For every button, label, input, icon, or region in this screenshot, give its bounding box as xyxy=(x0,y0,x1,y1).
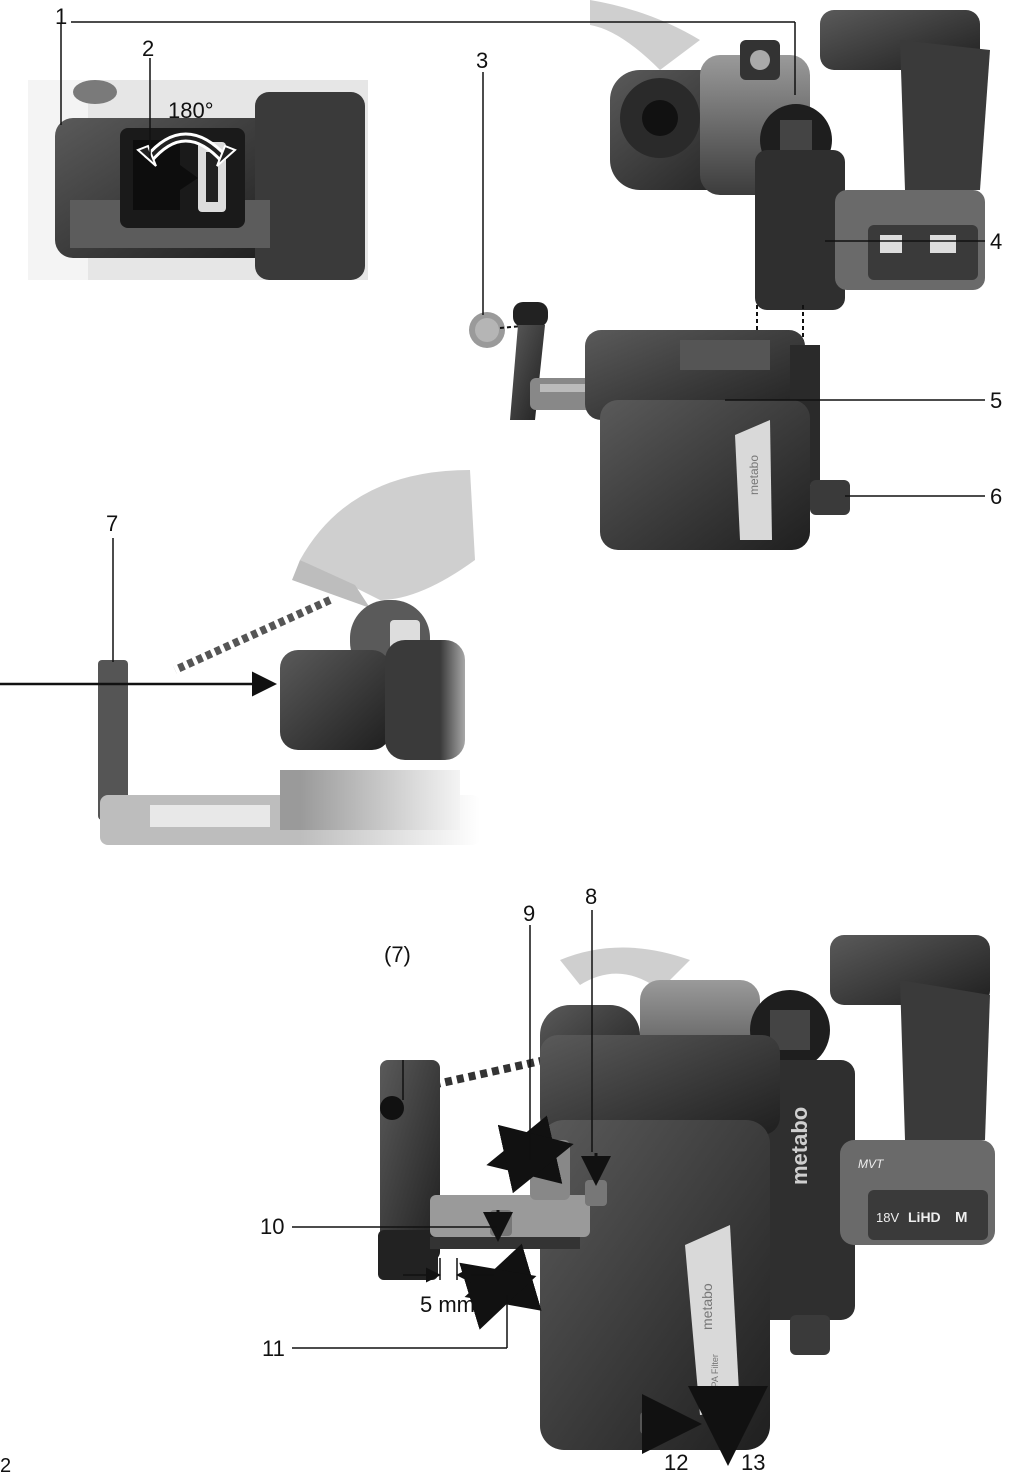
page-mark: 2 xyxy=(0,1455,12,1477)
callout-10: 10 xyxy=(260,1214,285,1239)
callout-2: 2 xyxy=(142,36,155,61)
filter-brand-label: metabo xyxy=(747,455,761,495)
battery-type: LiHD xyxy=(908,1209,941,1225)
callout-7: 7 xyxy=(106,511,119,536)
callout-9: 9 xyxy=(523,901,536,926)
callout-3: 3 xyxy=(476,48,489,73)
filter-label: HEPA Filter xyxy=(710,1354,720,1400)
gap-dimension-label: 5 mm xyxy=(420,1292,475,1317)
assembled-drill-bottom: metabo 18V LiHD M MVT metabo HEPA Filter xyxy=(378,935,995,1466)
switch-detail-inset xyxy=(28,80,368,280)
callout-12: 12 xyxy=(664,1450,689,1475)
callout-4: 4 xyxy=(990,229,1003,254)
hammer-drill-top xyxy=(590,0,990,310)
brand-label: metabo xyxy=(787,1107,812,1185)
callout-8: 8 xyxy=(585,884,598,909)
callout-1: 1 xyxy=(55,4,68,29)
callout-7-reference: (7) xyxy=(384,942,411,967)
bit-insertion-detail xyxy=(0,470,485,850)
battery-badge: M xyxy=(955,1209,968,1226)
callout-6: 6 xyxy=(990,484,1003,509)
leader-lines xyxy=(60,21,985,1349)
filter-brand-label-bottom: metabo xyxy=(699,1283,715,1330)
battery-voltage: 18V xyxy=(876,1210,899,1225)
vibration-label: MVT xyxy=(858,1157,885,1171)
dust-extractor-unit: metabo xyxy=(530,305,850,550)
callout-5: 5 xyxy=(990,388,1003,413)
callout-11: 11 xyxy=(262,1336,285,1361)
callout-13: 13 xyxy=(741,1450,766,1475)
rotation-label: 180° xyxy=(168,98,214,123)
